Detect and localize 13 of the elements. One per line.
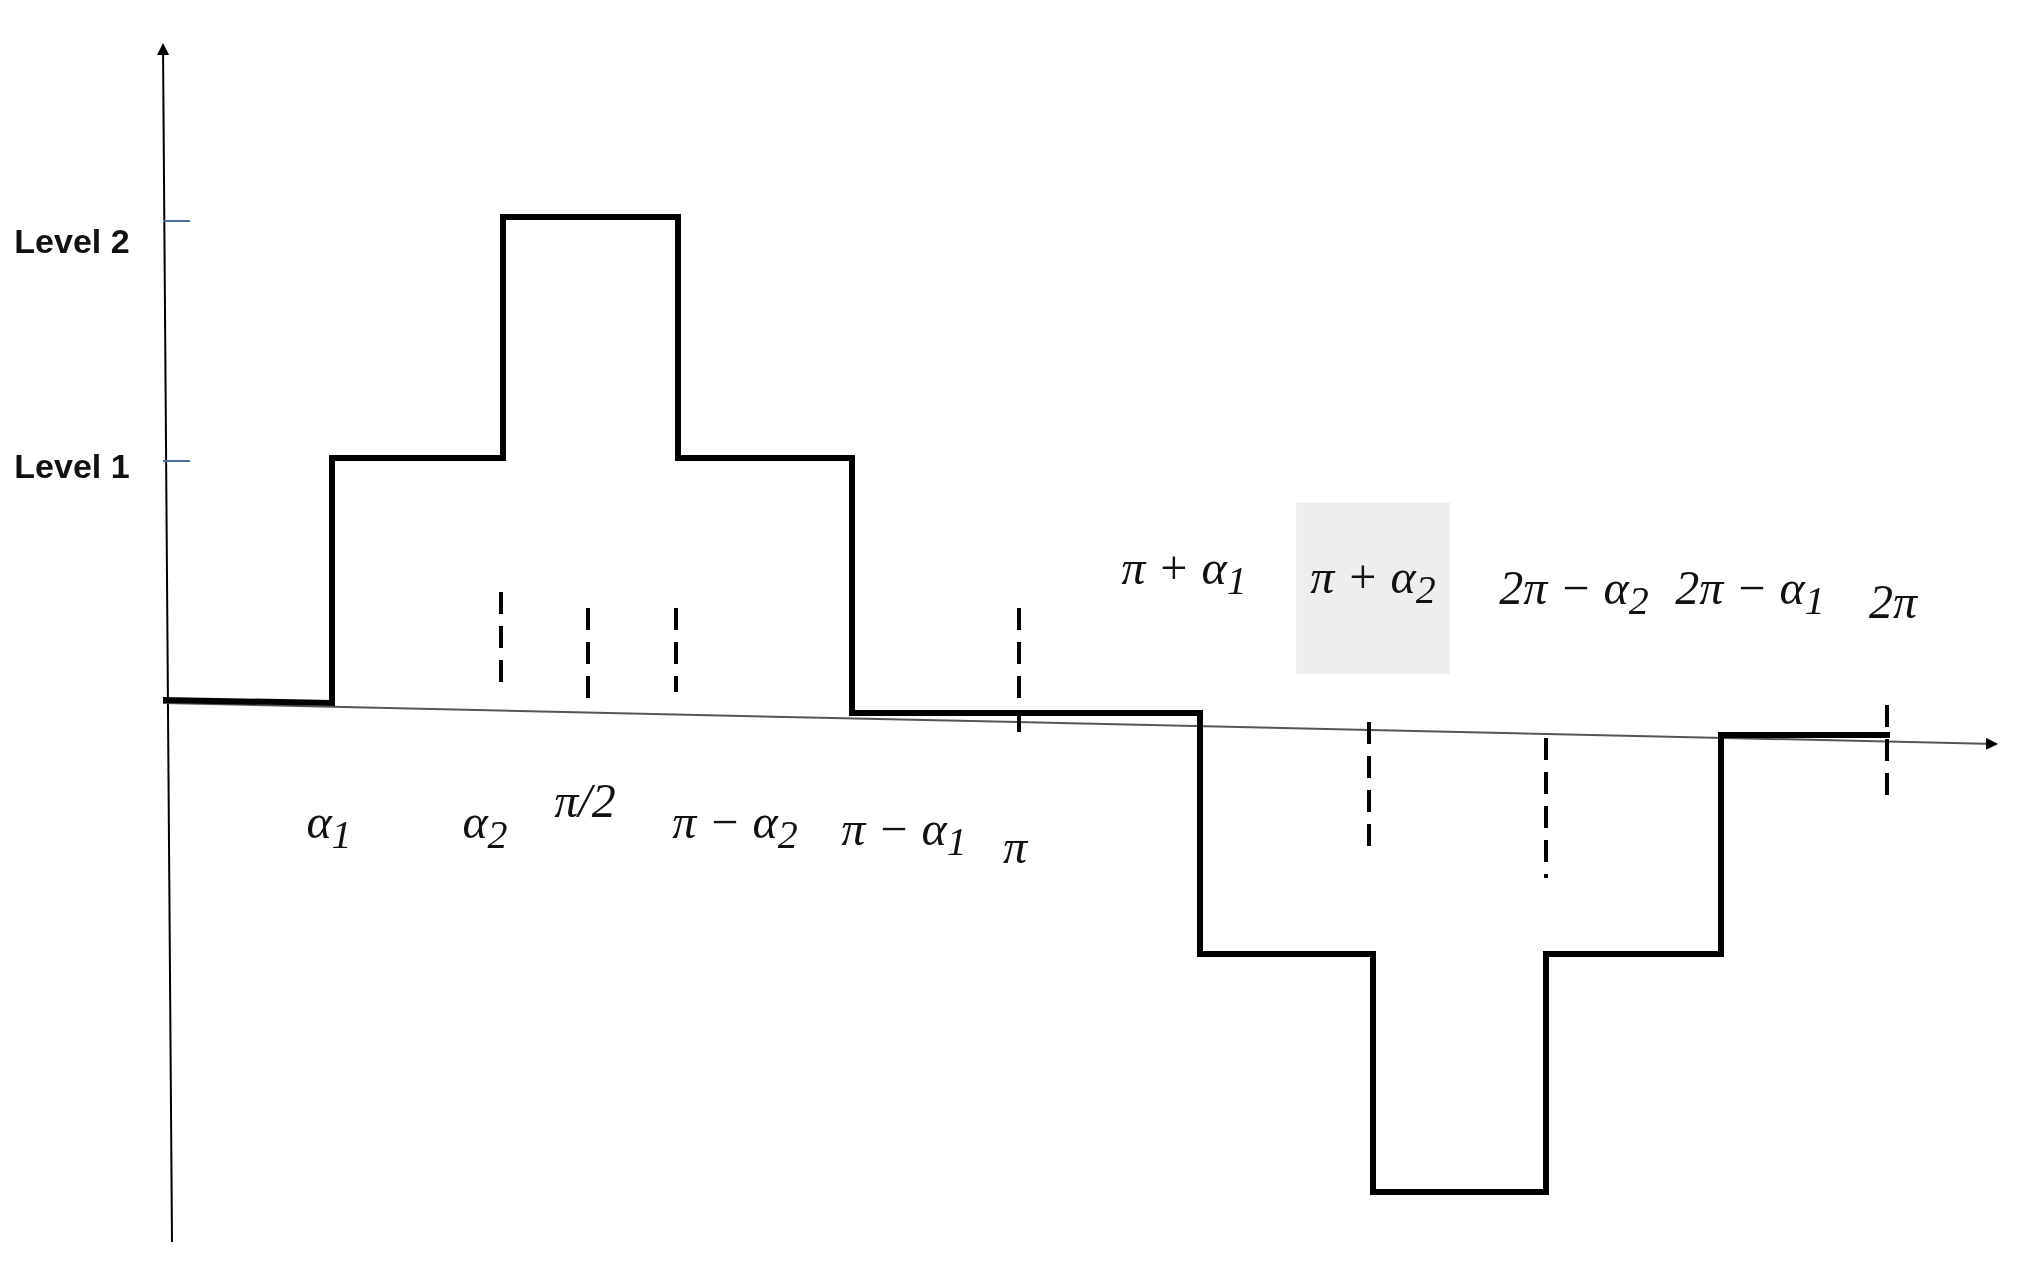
level-label: Level 2	[14, 221, 130, 261]
angle-label: π − α$_{1}$	[841, 800, 967, 866]
angle-label: α$_{2}$	[462, 793, 508, 859]
angle-label: π + α$_{1}$	[1121, 539, 1247, 605]
angle-label: π + α$_{2}$	[1296, 502, 1450, 674]
angle-label: 2π − α$_{1}$	[1675, 559, 1825, 625]
angle-label: π/2	[554, 772, 616, 828]
angle-label: 2π	[1869, 573, 1917, 629]
angle-label: π	[1003, 818, 1027, 874]
angle-label: α$_{1}$	[306, 793, 352, 859]
level-label: Level 1	[14, 446, 130, 486]
angle-label: π − α$_{2}$	[672, 793, 798, 859]
angle-label: 2π − α$_{2}$	[1499, 559, 1649, 625]
